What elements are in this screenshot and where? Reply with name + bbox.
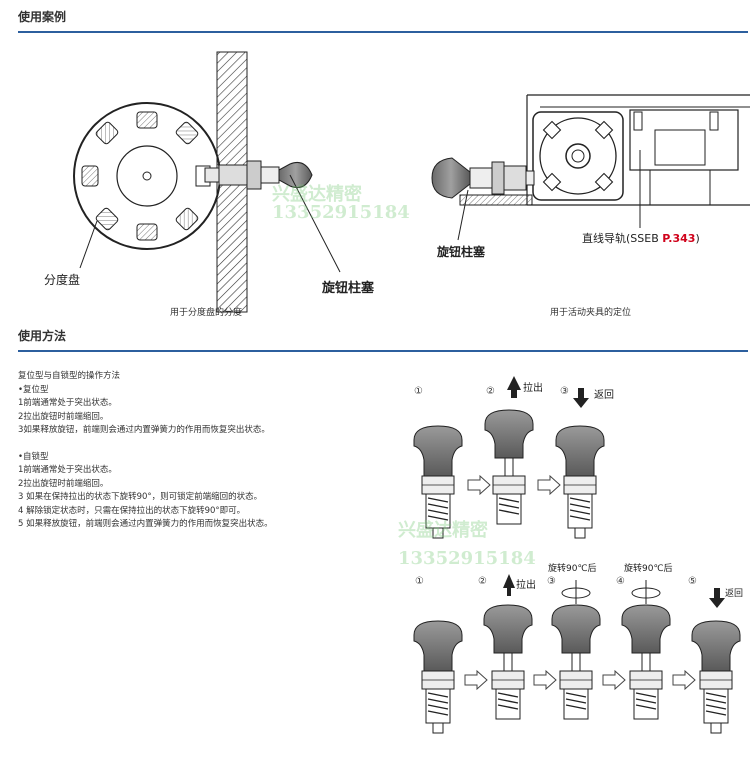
lock-step-number: ④ bbox=[616, 576, 625, 587]
linear-rail-label-suffix: ) bbox=[695, 232, 700, 245]
watermark-phone-1: 13352915184 bbox=[272, 202, 410, 223]
lock-type-heading: •自锁型 bbox=[18, 451, 49, 462]
method-section-title: 使用方法 bbox=[18, 329, 67, 343]
lock-rotate-label-2: 旋转90℃后 bbox=[624, 564, 673, 574]
watermark-name-2: 兴盛达精密 bbox=[398, 520, 488, 541]
linear-rail-figure bbox=[431, 94, 750, 241]
linear-rail-page-link[interactable]: P.343 bbox=[662, 232, 696, 245]
lock-step: 5 如果释放旋钮，前端则会通过内置弹簧力的作用而恢复突出状态。 bbox=[18, 519, 273, 529]
lock-step-number: ⑤ bbox=[688, 576, 697, 587]
knob-plunger-label-right: 旋钮柱塞 bbox=[437, 245, 486, 259]
lock-type-diagram bbox=[413, 574, 741, 734]
lock-return-label: 返回 bbox=[725, 589, 744, 599]
lock-pull-label: 拉出 bbox=[516, 580, 536, 591]
reset-step-number: ① bbox=[414, 386, 423, 397]
reset-step: 3如果释放旋钮，前端则会通过内置弹簧力的作用而恢复突出状态。 bbox=[18, 425, 270, 435]
instructions-heading: 复位型与自锁型的操作方法 bbox=[18, 371, 121, 381]
reset-type-diagram bbox=[413, 376, 605, 539]
lock-step: 3 如果在保持拉出的状态下旋转90°，则可锁定前端缩回的状态。 bbox=[18, 492, 263, 502]
linear-rail-label-prefix: 直线导轨(SSEB bbox=[582, 232, 663, 245]
lock-step: 1前端通常处于突出状态。 bbox=[18, 465, 117, 475]
reset-step-number: ② bbox=[486, 386, 495, 397]
lock-step-number: ① bbox=[415, 576, 424, 587]
lock-step-number: ③ bbox=[547, 576, 556, 587]
case-section-rule bbox=[18, 31, 748, 33]
reset-step: 2拉出旋钮时前端缩回。 bbox=[18, 411, 109, 422]
lock-step: 4 解除锁定状态时，只需在保持拉出的状态下旋转90°即可。 bbox=[18, 505, 246, 516]
lock-step-number: ② bbox=[478, 576, 487, 587]
left-case-caption: 用于分度盘的分度 bbox=[170, 308, 243, 318]
knob-plunger-label-left: 旋钮柱塞 bbox=[322, 281, 375, 296]
case-section-title: 使用案例 bbox=[18, 10, 67, 24]
reset-type-heading: •复位型 bbox=[18, 384, 49, 395]
reset-pull-label: 拉出 bbox=[523, 383, 543, 394]
linear-rail-label: 直线导轨(SSEB P.343) bbox=[582, 230, 700, 246]
lock-step: 2拉出旋钮时前端缩回。 bbox=[18, 478, 109, 489]
lock-rotate-label-1: 旋转90℃后 bbox=[548, 564, 597, 574]
method-section-rule bbox=[18, 350, 748, 352]
reset-step-number: ③ bbox=[560, 386, 569, 397]
instructions-block: 复位型与自锁型的操作方法 •复位型 1前端通常处于突出状态。 2拉出旋钮时前端缩… bbox=[18, 370, 273, 532]
reset-step: 1前端通常处于突出状态。 bbox=[18, 398, 117, 408]
indexing-disc-label: 分度盘 bbox=[44, 273, 81, 287]
indexing-disc-figure bbox=[73, 51, 341, 313]
watermark-phone-2: 13352915184 bbox=[398, 548, 536, 569]
reset-return-label: 返回 bbox=[594, 390, 614, 401]
watermark-name-1: 兴盛达精密 bbox=[272, 184, 362, 205]
right-case-caption: 用于活动夹具的定位 bbox=[550, 308, 632, 318]
